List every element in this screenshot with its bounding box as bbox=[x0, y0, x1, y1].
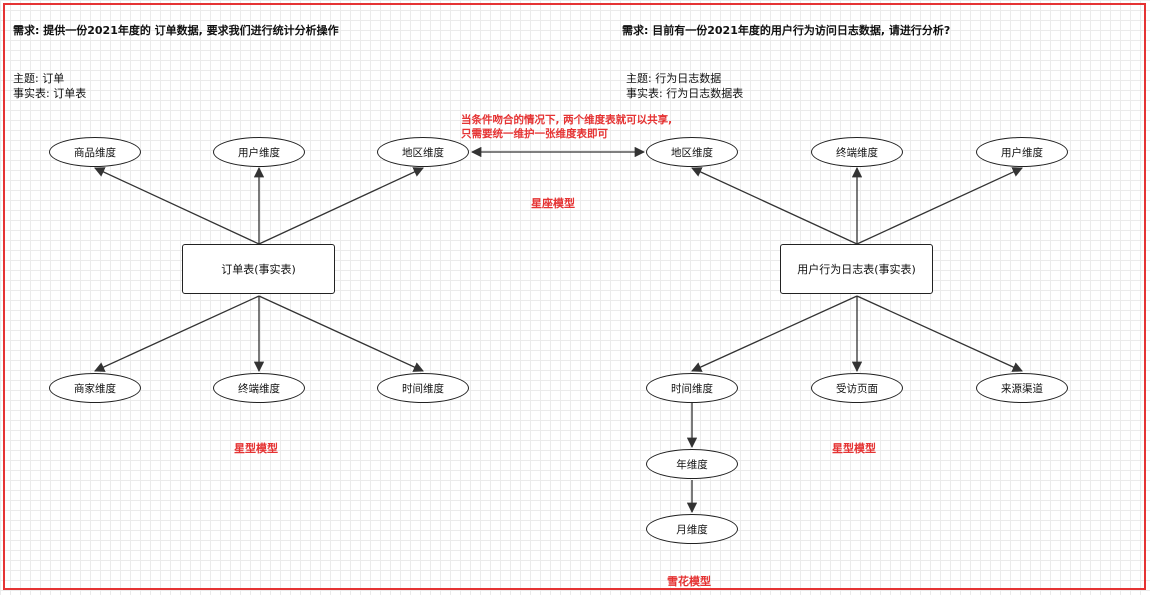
right-fact-table-line: 事实表: 行为日志数据表 bbox=[626, 87, 744, 100]
left-requirement: 需求: 提供一份2021年度的 订单数据, 要求我们进行统计分析操作 bbox=[13, 24, 339, 37]
left-dim-terminal: 终端维度 bbox=[213, 373, 305, 403]
edge-order-to-merchant bbox=[94, 295, 260, 372]
left-theme: 主题: 订单 bbox=[13, 72, 65, 85]
shared-note-line-1: 当条件吻合的情况下, 两个维度表就可以共享, bbox=[461, 114, 673, 126]
edge-log-to-user bbox=[856, 167, 1023, 245]
right-dim-terminal: 终端维度 bbox=[811, 137, 903, 167]
left-dim-product: 商品维度 bbox=[49, 137, 141, 167]
right-dim-time: 时间维度 bbox=[646, 373, 738, 403]
right-dim-region: 地区维度 bbox=[646, 137, 738, 167]
left-model-label: 星型模型 bbox=[234, 442, 278, 455]
right-requirement: 需求: 目前有一份2021年度的用户行为访问日志数据, 请进行分析? bbox=[622, 24, 951, 37]
edge-order-to-time bbox=[258, 295, 424, 372]
shared-note-line-2: 只需要统一维护一张维度表即可 bbox=[461, 128, 608, 140]
left-fact-table: 订单表(事实表) bbox=[182, 244, 335, 294]
edge-log-to-time bbox=[691, 295, 858, 372]
right-dim-source-channel: 来源渠道 bbox=[976, 373, 1068, 403]
left-dim-user: 用户维度 bbox=[213, 137, 305, 167]
right-fact-table: 用户行为日志表(事实表) bbox=[780, 244, 933, 294]
edge-order-to-product bbox=[94, 167, 260, 245]
snowflake-label: 雪花模型 bbox=[667, 575, 711, 588]
left-dim-region: 地区维度 bbox=[377, 137, 469, 167]
edge-log-to-region bbox=[691, 167, 858, 245]
right-dim-month: 月维度 bbox=[646, 514, 738, 544]
right-model-label: 星型模型 bbox=[832, 442, 876, 455]
right-dim-year: 年维度 bbox=[646, 449, 738, 479]
left-dim-time: 时间维度 bbox=[377, 373, 469, 403]
left-dim-merchant: 商家维度 bbox=[49, 373, 141, 403]
edge-order-to-region bbox=[258, 167, 424, 245]
diagram-frame bbox=[3, 3, 1146, 590]
right-dim-visited-page: 受访页面 bbox=[811, 373, 903, 403]
right-dim-user: 用户维度 bbox=[976, 137, 1068, 167]
edge-log-to-channel bbox=[856, 295, 1023, 372]
right-theme: 主题: 行为日志数据 bbox=[626, 72, 722, 85]
left-fact-table-line: 事实表: 订单表 bbox=[13, 87, 87, 100]
constellation-label: 星座模型 bbox=[531, 197, 575, 210]
